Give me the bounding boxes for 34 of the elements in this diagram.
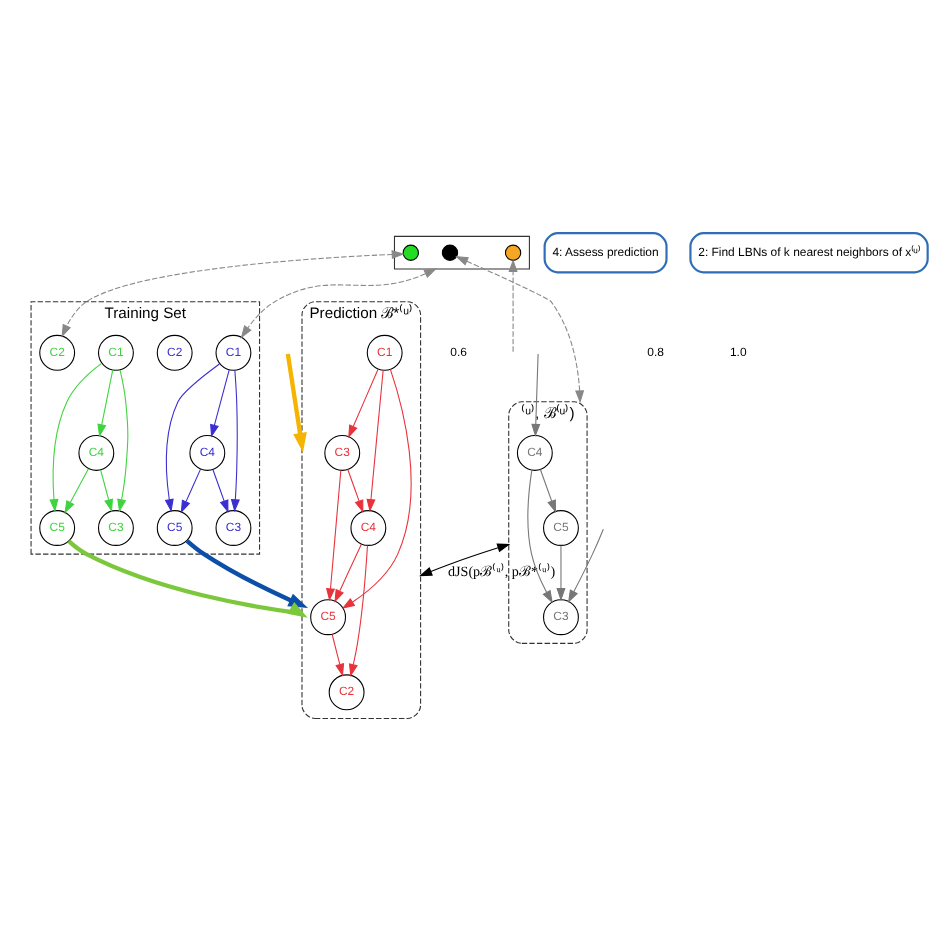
- arrow: [538, 468, 555, 514]
- arrow: [454, 256, 584, 404]
- arrow: [346, 468, 363, 514]
- arrow: [179, 468, 201, 514]
- arrow: [163, 363, 219, 513]
- arrow: [347, 544, 367, 677]
- node-circle: [401, 244, 418, 261]
- arrow: [526, 469, 552, 604]
- arrow: [284, 353, 306, 453]
- arrow: [211, 468, 228, 514]
- arrow: [96, 369, 113, 438]
- arrow: [507, 258, 517, 353]
- arrow: [566, 528, 603, 603]
- arrow: [530, 353, 540, 437]
- arrow: [209, 369, 229, 438]
- node-circle: [503, 244, 521, 261]
- node-circle: [440, 244, 458, 261]
- arrow: [66, 539, 307, 618]
- arrow: [48, 362, 102, 513]
- arrow: [340, 368, 411, 609]
- arrow: [324, 469, 341, 602]
- arrow: [365, 369, 383, 513]
- arrow: [239, 268, 437, 339]
- arrow: [347, 368, 378, 439]
- arrow: [116, 369, 128, 513]
- arrow: [418, 543, 510, 577]
- arrow: [60, 249, 404, 338]
- arrow: [99, 469, 112, 513]
- arrow: [555, 544, 565, 602]
- arrow: [229, 369, 239, 513]
- arrow: [184, 539, 307, 608]
- arrow: [63, 468, 88, 514]
- arrow: [330, 633, 344, 677]
- arrow: [333, 543, 361, 603]
